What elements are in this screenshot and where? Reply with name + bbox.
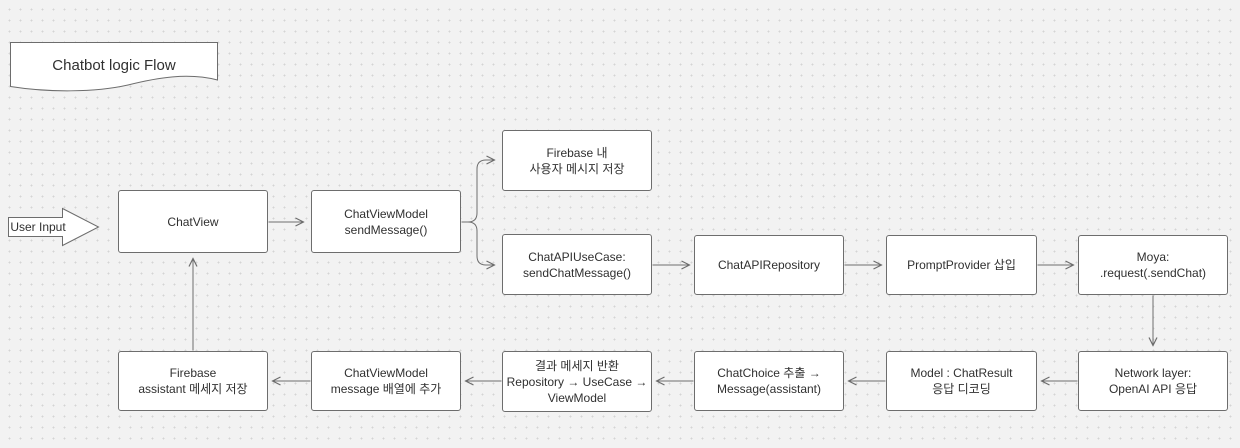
node-chatchoice-extract: ChatChoice 추출 → Message(assistant) xyxy=(694,351,844,411)
node-label: message 배열에 추가 xyxy=(330,382,442,396)
node-label: Firebase 내 xyxy=(546,145,608,160)
node-chatviewmodel-sendmessage: ChatViewModel sendMessage() xyxy=(311,190,461,253)
title-banner: Chatbot logic Flow xyxy=(10,42,218,94)
node-label: Message(assistant) xyxy=(716,382,822,396)
node-label: assistant 메세지 저장 xyxy=(138,382,248,396)
node-chatapirepository: ChatAPIRepository xyxy=(694,235,844,295)
node-promptprovider: PromptProvider 삽입 xyxy=(886,235,1037,295)
node-firebase-assistant-save: Firebase assistant 메세지 저장 xyxy=(118,351,268,411)
node-label: 결과 메세지 반환 xyxy=(535,358,619,373)
node-moya-request: Moya: .request(.sendChat) xyxy=(1078,235,1228,295)
node-label: Moya: xyxy=(1136,250,1170,264)
node-label: sendChatMessage() xyxy=(522,265,632,280)
connector-viewmodel-to-usecase xyxy=(461,221,495,265)
node-result-message-return: 결과 메세지 반환 Repository → UseCase → ViewMod… xyxy=(502,351,652,412)
node-network-layer: Network layer: OpenAI API 응답 xyxy=(1078,351,1228,411)
node-label: Model : ChatResult xyxy=(910,366,1013,380)
user-input-shape: User Input xyxy=(8,205,102,249)
connector-viewmodel-to-firebase-user xyxy=(461,160,495,223)
node-label: .request(.sendChat) xyxy=(1099,266,1207,280)
node-firebase-user-message-save: Firebase 내 사용자 메시지 저장 xyxy=(502,130,652,191)
node-label: ChatAPIRepository xyxy=(717,258,821,272)
node-label: ChatView xyxy=(167,214,219,229)
right-arrow-shape xyxy=(8,207,100,247)
document-shape xyxy=(10,42,218,92)
node-chatview: ChatView xyxy=(118,190,268,253)
diagram-title: Chatbot logic Flow xyxy=(52,56,176,74)
node-label: OpenAI API 응답 xyxy=(1108,382,1198,396)
node-label: Repository → UseCase → xyxy=(506,374,648,389)
node-label: 사용자 메시지 저장 xyxy=(529,161,625,176)
node-label: ChatViewModel xyxy=(344,206,428,221)
node-label: ViewModel xyxy=(547,390,607,405)
node-chatapiusecase: ChatAPIUseCase: sendChatMessage() xyxy=(502,234,652,295)
node-label: sendMessage() xyxy=(344,222,428,237)
node-chatviewmodel-append: ChatViewModel message 배열에 추가 xyxy=(311,351,461,411)
node-label: ChatViewModel xyxy=(344,366,428,380)
user-input-label: User Input xyxy=(10,220,66,234)
node-model-chatresult: Model : ChatResult 응답 디코딩 xyxy=(886,351,1037,411)
node-label: PromptProvider 삽입 xyxy=(907,258,1016,272)
node-label: Network layer: xyxy=(1114,366,1192,380)
node-label: ChatAPIUseCase: xyxy=(528,249,626,264)
node-label: Firebase xyxy=(169,366,217,380)
node-label: 응답 디코딩 xyxy=(932,382,991,396)
node-label: ChatChoice 추출 → xyxy=(717,366,821,380)
